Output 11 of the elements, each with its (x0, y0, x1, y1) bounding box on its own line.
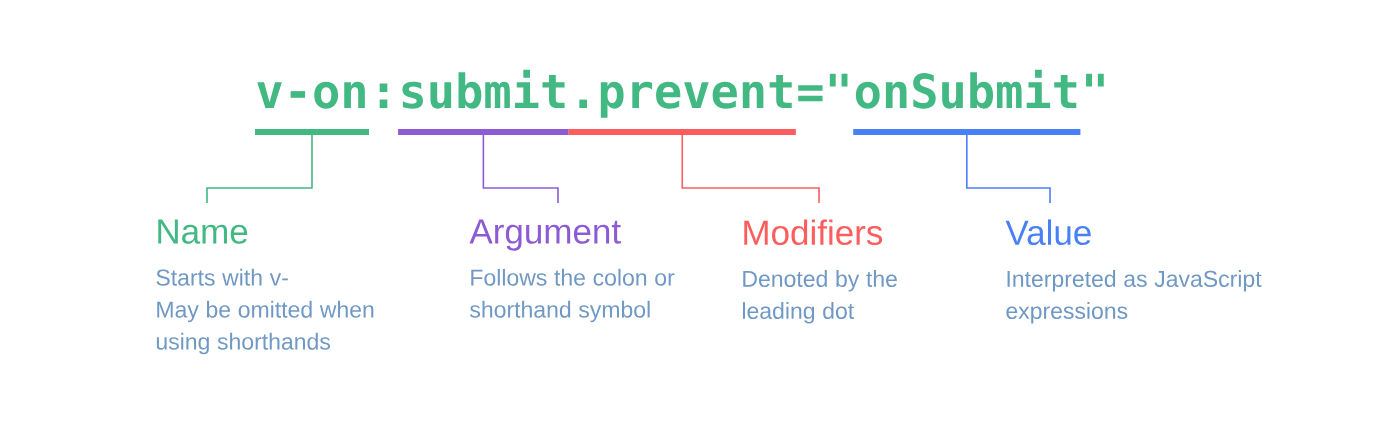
annotation: Modifiers Denoted by the leading dot (742, 219, 897, 324)
annotation: Argument Follows the colon or shorthand symbol (469, 219, 675, 323)
code-text: .prevent (579, 75, 792, 118)
code-text: : (379, 83, 388, 108)
code-text: v-on (257, 81, 365, 109)
code-text: " (1086, 73, 1104, 87)
annotation: Value Interpreted as JavaScript expressions (1005, 219, 1262, 324)
annotation: Name Starts with v- May be omitted when using shorthands (156, 219, 374, 355)
code-text: submit (402, 69, 565, 109)
code-text: onSubmit (855, 69, 1077, 109)
code-text: =" (798, 73, 848, 102)
